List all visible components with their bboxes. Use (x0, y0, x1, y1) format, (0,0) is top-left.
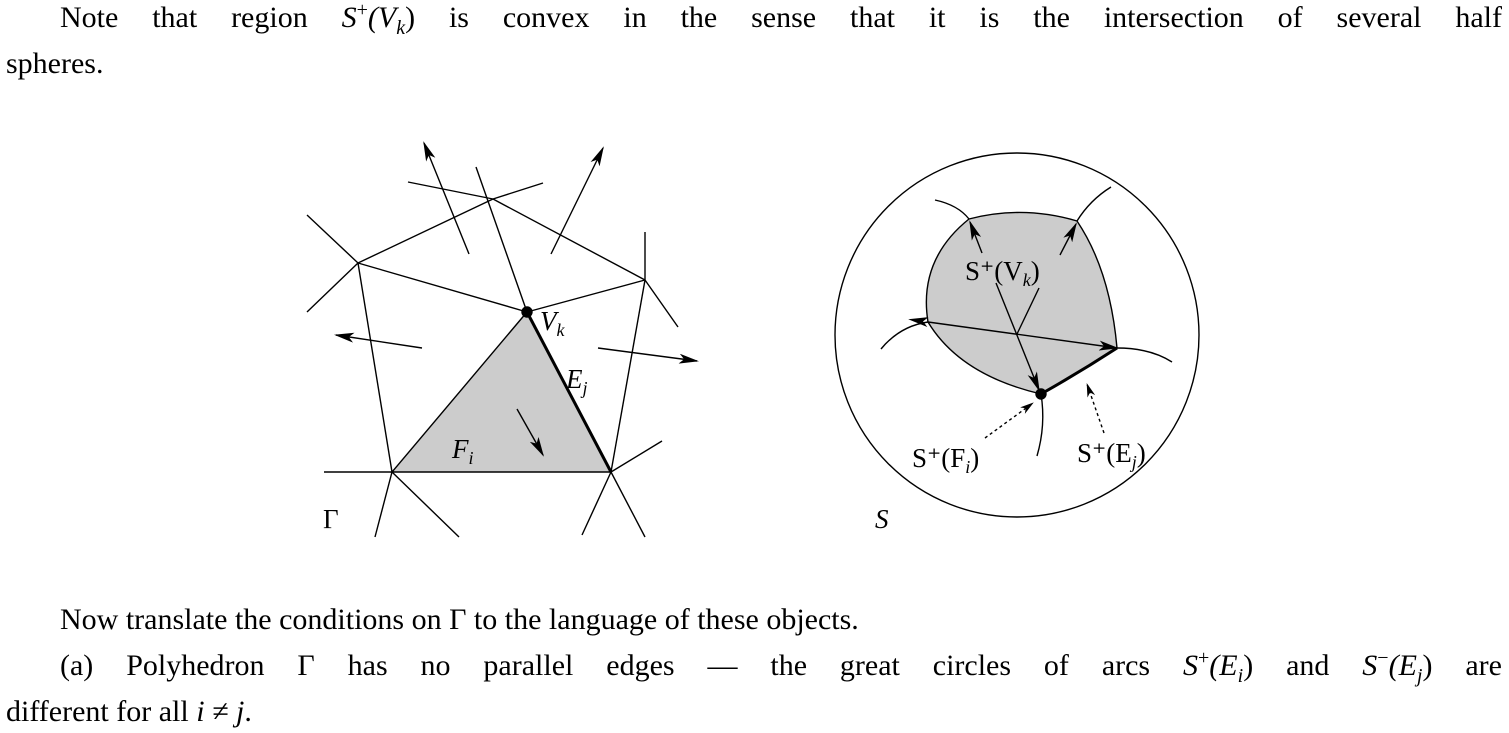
paragraph-3-line-1: (a) Polyhedron Γ has no parallel edges —… (60, 647, 1502, 687)
paragraph-1-line-2: spheres. (6, 47, 104, 80)
label-s-plus-fi: S⁺(Fi) (912, 443, 979, 477)
arc-s-plus-ej (1040, 346, 1118, 396)
paragraph-1-line-1: Note that region S+(Vk) is convex in the… (60, 0, 1502, 39)
paragraph-2: Now translate the conditions on Γ to the… (60, 603, 859, 636)
label-gamma: Γ (323, 504, 339, 534)
paragraph-3-line-2: different for all i ≠ j. (6, 695, 252, 728)
label-sphere: S (875, 504, 889, 534)
point-s-plus-fi (1035, 388, 1047, 400)
vertex-vk (521, 306, 533, 318)
label-vk: Vk (540, 306, 566, 340)
sphere-figure (834, 152, 1200, 518)
label-s-plus-ej: S⁺(Ej) (1077, 438, 1146, 472)
label-fi: Fi (451, 434, 474, 468)
label-ej: Ej (565, 364, 588, 398)
sphere-outline (834, 152, 1200, 518)
polyhedron-figure (306, 141, 699, 538)
edge-ej (525, 311, 613, 473)
label-s-plus-vk: S⁺(Vk) (965, 256, 1040, 290)
